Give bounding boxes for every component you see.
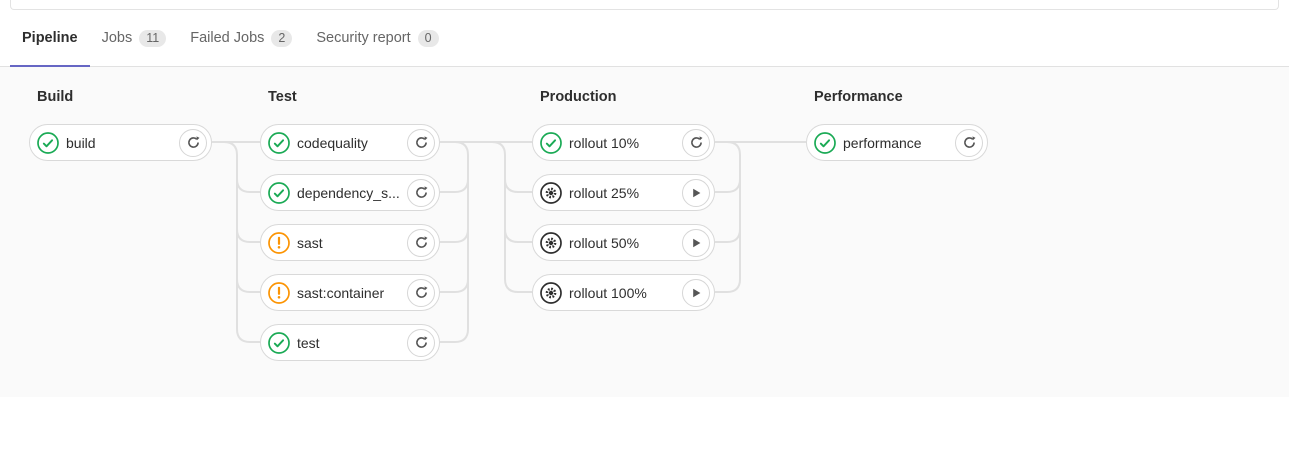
retry-button[interactable] bbox=[682, 128, 710, 157]
play-button[interactable] bbox=[682, 228, 710, 257]
pipeline-connector-lines bbox=[212, 141, 806, 343]
retry-button[interactable] bbox=[407, 178, 435, 207]
tab-security-report[interactable]: Security report 0 bbox=[304, 10, 450, 66]
tab-pipeline[interactable]: Pipeline bbox=[10, 10, 90, 67]
stage-title-build: Build bbox=[37, 89, 74, 105]
job-label: rollout 100% bbox=[569, 284, 647, 301]
job-pill-performance[interactable]: performance bbox=[806, 124, 988, 161]
job-label: sast bbox=[297, 234, 323, 251]
status-manual-icon bbox=[540, 281, 562, 304]
job-pill-codequality[interactable]: codequality bbox=[260, 124, 440, 161]
tab-label: Failed Jobs bbox=[190, 30, 265, 46]
pipeline-tabs: Pipeline Jobs 11 Failed Jobs 2 Security … bbox=[0, 10, 1289, 67]
retry-button[interactable] bbox=[407, 228, 435, 257]
tab-jobs[interactable]: Jobs 11 bbox=[90, 10, 179, 66]
retry-button[interactable] bbox=[955, 128, 983, 157]
job-label: build bbox=[66, 134, 96, 151]
job-label: codequality bbox=[297, 134, 368, 151]
job-pill-rollout-100[interactable]: rollout 100% bbox=[532, 274, 715, 311]
tab-label: Security report bbox=[316, 30, 411, 46]
job-pill-rollout-10[interactable]: rollout 10% bbox=[532, 124, 715, 161]
job-label: sast:container bbox=[297, 284, 385, 301]
job-pill-sast[interactable]: sast bbox=[260, 224, 440, 261]
pipeline-graph: Build Test Production Performance build … bbox=[0, 67, 1289, 397]
retry-button[interactable] bbox=[407, 278, 435, 307]
status-success-icon bbox=[268, 331, 290, 354]
job-pill-build[interactable]: build bbox=[29, 124, 212, 161]
stage-title-performance: Performance bbox=[814, 89, 903, 105]
play-button[interactable] bbox=[682, 278, 710, 307]
status-manual-icon bbox=[540, 181, 562, 204]
tab-failed-jobs[interactable]: Failed Jobs 2 bbox=[178, 10, 304, 66]
tab-label: Pipeline bbox=[22, 30, 78, 46]
stage-title-test: Test bbox=[268, 89, 297, 105]
status-success-icon bbox=[268, 181, 290, 204]
retry-button[interactable] bbox=[407, 128, 435, 157]
retry-button[interactable] bbox=[179, 128, 207, 157]
status-success-icon bbox=[540, 131, 562, 154]
job-pill-rollout-25[interactable]: rollout 25% bbox=[532, 174, 715, 211]
job-label: performance bbox=[843, 134, 922, 151]
tab-label: Jobs bbox=[101, 30, 133, 46]
retry-button[interactable] bbox=[407, 328, 435, 357]
job-pill-rollout-50[interactable]: rollout 50% bbox=[532, 224, 715, 261]
tab-badge: 2 bbox=[271, 29, 293, 47]
job-label: rollout 25% bbox=[569, 184, 640, 201]
status-warning-icon bbox=[268, 281, 290, 304]
tab-badge: 11 bbox=[139, 29, 167, 47]
status-warning-icon bbox=[268, 231, 290, 254]
job-pill-test[interactable]: test bbox=[260, 324, 440, 361]
job-pill-dependency-scanning[interactable]: dependency_s... bbox=[260, 174, 440, 211]
status-manual-icon bbox=[540, 231, 562, 254]
pipeline-details-card-bottom bbox=[10, 0, 1279, 10]
job-label: dependency_s... bbox=[297, 184, 400, 201]
job-label: rollout 10% bbox=[569, 134, 640, 151]
play-button[interactable] bbox=[682, 178, 710, 207]
status-success-icon bbox=[37, 131, 59, 154]
status-success-icon bbox=[268, 131, 290, 154]
stage-title-production: Production bbox=[540, 89, 617, 105]
job-label: test bbox=[297, 334, 320, 351]
tab-badge: 0 bbox=[417, 29, 439, 47]
job-label: rollout 50% bbox=[569, 234, 640, 251]
status-success-icon bbox=[814, 131, 836, 154]
job-pill-sast-container[interactable]: sast:container bbox=[260, 274, 440, 311]
